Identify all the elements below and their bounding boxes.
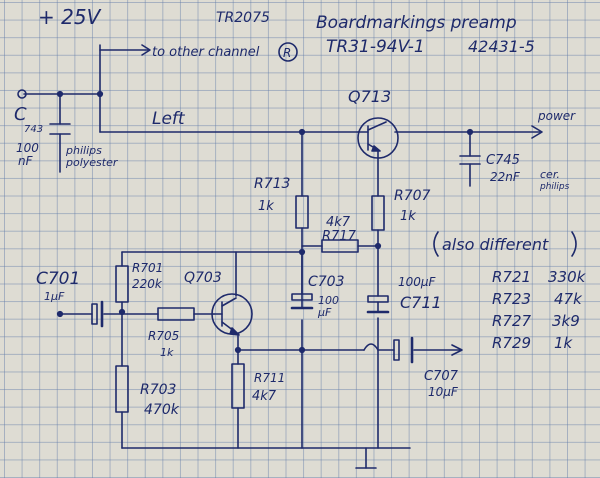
r717-resistor (321, 239, 359, 253)
arrow-power-icon (531, 125, 543, 139)
note-r723-value: 47k (554, 290, 583, 308)
channel-r-label: R (283, 46, 291, 60)
wires (23, 44, 541, 469)
q703-ref: Q703 (184, 270, 222, 286)
channel-r-circle (278, 42, 298, 62)
c703-symbol (290, 293, 314, 310)
model-label: TR2075 (216, 10, 270, 26)
r703-value: 470k (144, 402, 180, 418)
c745-note1: cer. (540, 168, 560, 181)
r707-ref: R707 (394, 188, 431, 204)
r717-value: 4k7 (326, 215, 351, 230)
c743-value2: nF (18, 154, 34, 168)
q703-transistor-icon (211, 293, 253, 336)
r711-ref: R711 (254, 371, 285, 385)
component-texts: C 743 100 nF philips polyester Q713 C745… (14, 87, 570, 418)
c743-note1: philips (65, 144, 102, 157)
c703-value1: 100 (318, 294, 339, 307)
r713-ref: R713 (254, 176, 290, 192)
board-num: 42431-5 (468, 37, 535, 56)
note-r727-ref: R727 (492, 312, 532, 330)
power-label: power (537, 109, 576, 123)
r705-value: 1k (160, 346, 174, 359)
note-r721-value: 330k (548, 268, 587, 286)
c703-value2: µF (317, 306, 332, 319)
note-r727-value: 3k9 (552, 312, 580, 330)
c703-ref: C703 (308, 274, 345, 290)
c743-ref-sub: 743 (24, 124, 43, 135)
notes-title: also different (442, 235, 549, 254)
c745-note2: philips (539, 182, 570, 192)
c707-value: 10µF (428, 385, 459, 399)
r717-ref: R717 (322, 229, 357, 244)
left-label: Left (152, 109, 186, 129)
notes-list: R721 330k R723 47k R727 3k9 R729 1k (492, 268, 587, 352)
c743-ref: C (14, 104, 27, 125)
emitter-hop (363, 343, 379, 351)
r711-value: 4k7 (252, 389, 277, 404)
board-code: TR31-94V-1 (326, 37, 425, 57)
c711-value: 100µF (398, 275, 437, 289)
r701-value: 220k (132, 277, 163, 291)
board-title: Boardmarkings preamp (316, 13, 517, 33)
r707-resistor (371, 195, 385, 231)
c711-ref: C711 (400, 293, 442, 312)
r705-resistor (157, 307, 195, 321)
junction-dots (56, 90, 474, 354)
supply-label: + 25V (38, 5, 102, 29)
c711-symbol (366, 295, 390, 314)
note-r729-ref: R729 (492, 334, 531, 352)
c743-note2: polyester (65, 156, 119, 169)
r701-ref: R701 (132, 261, 163, 275)
note-r721-ref: R721 (492, 268, 531, 286)
note-r723-ref: R723 (492, 290, 531, 308)
c745-ref: C745 (486, 153, 520, 168)
notes-box: also different R721 330k R723 47k R727 3… (442, 235, 587, 352)
c707-symbol (393, 336, 414, 364)
c745-symbol (459, 155, 481, 165)
other-channel-label: to other channel (152, 45, 260, 60)
r705-ref: R705 (148, 329, 179, 343)
r701-resistor (115, 265, 129, 303)
c701-symbol (91, 300, 104, 328)
c743-symbol (49, 123, 71, 135)
notes-bracket-icon (433, 231, 577, 257)
arrow-other-channel-icon (141, 44, 151, 56)
input-terminal-icon (17, 89, 27, 99)
q713-transistor-icon (357, 117, 399, 159)
r703-ref: R703 (140, 382, 176, 398)
c701-value: 1µF (44, 290, 65, 303)
q713-ref: Q713 (348, 87, 391, 106)
c745-value: 22nF (490, 170, 521, 184)
header-texts: + 25V TR2075 Boardmarkings preamp TR31-9… (38, 5, 576, 129)
c743-value1: 100 (16, 141, 39, 155)
c707-ref: C707 (424, 369, 459, 384)
r713-resistor (295, 195, 309, 229)
r713-value: 1k (258, 199, 274, 214)
arrow-c707-out-icon (451, 344, 463, 356)
r707-value: 1k (400, 209, 416, 224)
r711-resistor (231, 363, 245, 409)
r703-resistor (115, 365, 129, 413)
note-r729-value: 1k (554, 334, 574, 352)
c701-ref: C701 (36, 269, 80, 289)
